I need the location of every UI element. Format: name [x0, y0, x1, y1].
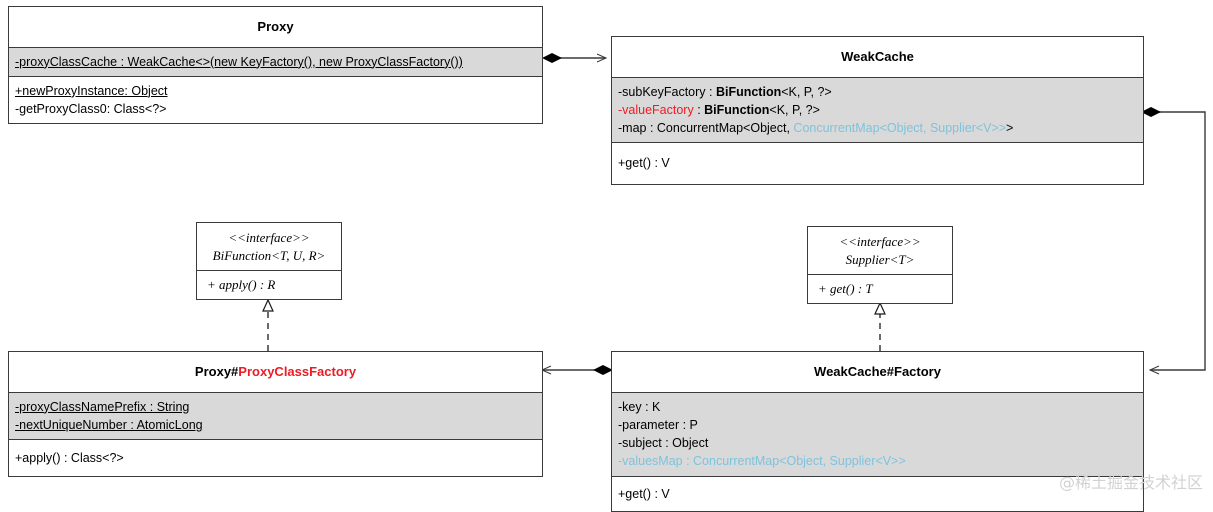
attribute-row: -nextUniqueNumber : AtomicLong — [15, 417, 203, 432]
attribute-generics: <K, P, ?> — [769, 102, 820, 117]
class-attributes-weakcachefactory: -key : K -parameter : P -subject : Objec… — [612, 391, 1143, 477]
class-operations-proxyclassfactory: +apply() : Class<?> — [9, 440, 542, 477]
relation-weakcachefactory-to-proxyclassfactory — [540, 365, 613, 375]
class-title-weakcache: WeakCache — [841, 49, 914, 64]
operation-row: + get() : T — [818, 281, 873, 297]
attribute-type: BiFunction — [704, 102, 770, 117]
class-attributes-proxyclassfactory: -proxyClassNamePrefix : String -nextUniq… — [9, 391, 542, 441]
operation-row: + apply() : R — [207, 277, 276, 293]
interface-header-bifunction: <<interface>> BiFunction<T, U, R> — [197, 223, 341, 272]
interface-name: BiFunction<T, U, R> — [212, 247, 326, 263]
connector-layer — [262, 53, 1206, 375]
class-box-proxy[interactable]: Proxy -proxyClassCache : WeakCache<>(new… — [8, 6, 543, 125]
attribute-row: -valuesMap : ConcurrentMap<Object, Suppl… — [618, 454, 906, 469]
attribute-text: -map : ConcurrentMap<Object, — [618, 121, 794, 136]
attribute-name-highlighted: -valueFactory — [618, 102, 694, 117]
operation-row: +apply() : Class<?> — [15, 451, 124, 466]
class-box-proxyclassfactory[interactable]: Proxy#ProxyClassFactory -proxyClassNameP… — [8, 351, 543, 478]
attribute-row: -valueFactory : BiFunction<K, P, ?> — [618, 101, 1137, 119]
relation-weakcache-to-weakcachefactory — [1141, 107, 1206, 375]
attribute-row: -map : ConcurrentMap<Object, ConcurrentM… — [618, 119, 1137, 137]
attribute-generics-close: > — [1006, 121, 1014, 136]
interface-name: Supplier<T> — [845, 251, 915, 267]
class-box-weakcache[interactable]: WeakCache -subKeyFactory : BiFunction<K,… — [611, 36, 1144, 185]
class-title-proxy: Proxy — [257, 19, 294, 34]
attribute-type: BiFunction — [715, 84, 782, 99]
class-attributes-weakcache: -subKeyFactory : BiFunction<K, P, ?> -va… — [612, 76, 1143, 144]
attribute-text: -subKeyFactory : — [618, 84, 716, 99]
attribute-row: -subject : Object — [618, 436, 709, 451]
class-attributes-proxy: -proxyClassCache : WeakCache<>(new KeyFa… — [9, 46, 542, 77]
attribute-row: -proxyClassNamePrefix : String — [15, 399, 190, 414]
class-title-inner: ProxyClassFactory — [238, 364, 357, 379]
operation-row: +get() : V — [618, 156, 670, 171]
class-operations-proxy: +newProxyInstance: Object -getProxyClass… — [9, 76, 542, 124]
interface-stereotype: <<interface>> — [839, 234, 921, 249]
class-title-proxyclassfactory: Proxy#ProxyClassFactory — [9, 352, 542, 392]
attribute-generics: <K, P, ?> — [781, 84, 832, 99]
operation-row: +get() : V — [618, 486, 670, 501]
interface-operations-supplier: + get() : T — [808, 275, 952, 303]
attribute-sep: : — [693, 102, 705, 117]
interface-header-supplier: <<interface>> Supplier<T> — [808, 227, 952, 276]
interface-box-bifunction[interactable]: <<interface>> BiFunction<T, U, R> + appl… — [196, 222, 342, 301]
class-title-weakcachefactory: WeakCache#Factory — [814, 364, 941, 379]
attribute-row: -subKeyFactory : BiFunction<K, P, ?> — [618, 83, 1137, 101]
attribute-row: -key : K — [618, 399, 661, 414]
interface-operations-bifunction: + apply() : R — [197, 271, 341, 299]
class-operations-weakcache: +get() : V — [612, 143, 1143, 184]
interface-stereotype: <<interface>> — [228, 230, 310, 245]
relation-proxy-to-weakcache — [542, 53, 608, 63]
attribute-generics-highlighted: ConcurrentMap<Object, Supplier<V>> — [793, 121, 1007, 136]
uml-diagram-canvas: Proxy -proxyClassCache : WeakCache<>(new… — [8, 6, 1206, 512]
interface-box-supplier[interactable]: <<interface>> Supplier<T> + get() : T — [807, 226, 953, 305]
class-title-outer: Proxy# — [194, 364, 239, 379]
attribute-row: -proxyClassCache : WeakCache<>(new KeyFa… — [15, 54, 463, 69]
operation-row: +newProxyInstance: Object — [15, 83, 168, 98]
operation-row: -getProxyClass0: Class<?> — [15, 102, 167, 117]
watermark-text: @稀土掘金技术社区 — [1058, 473, 1203, 492]
attribute-row: -parameter : P — [618, 417, 698, 432]
